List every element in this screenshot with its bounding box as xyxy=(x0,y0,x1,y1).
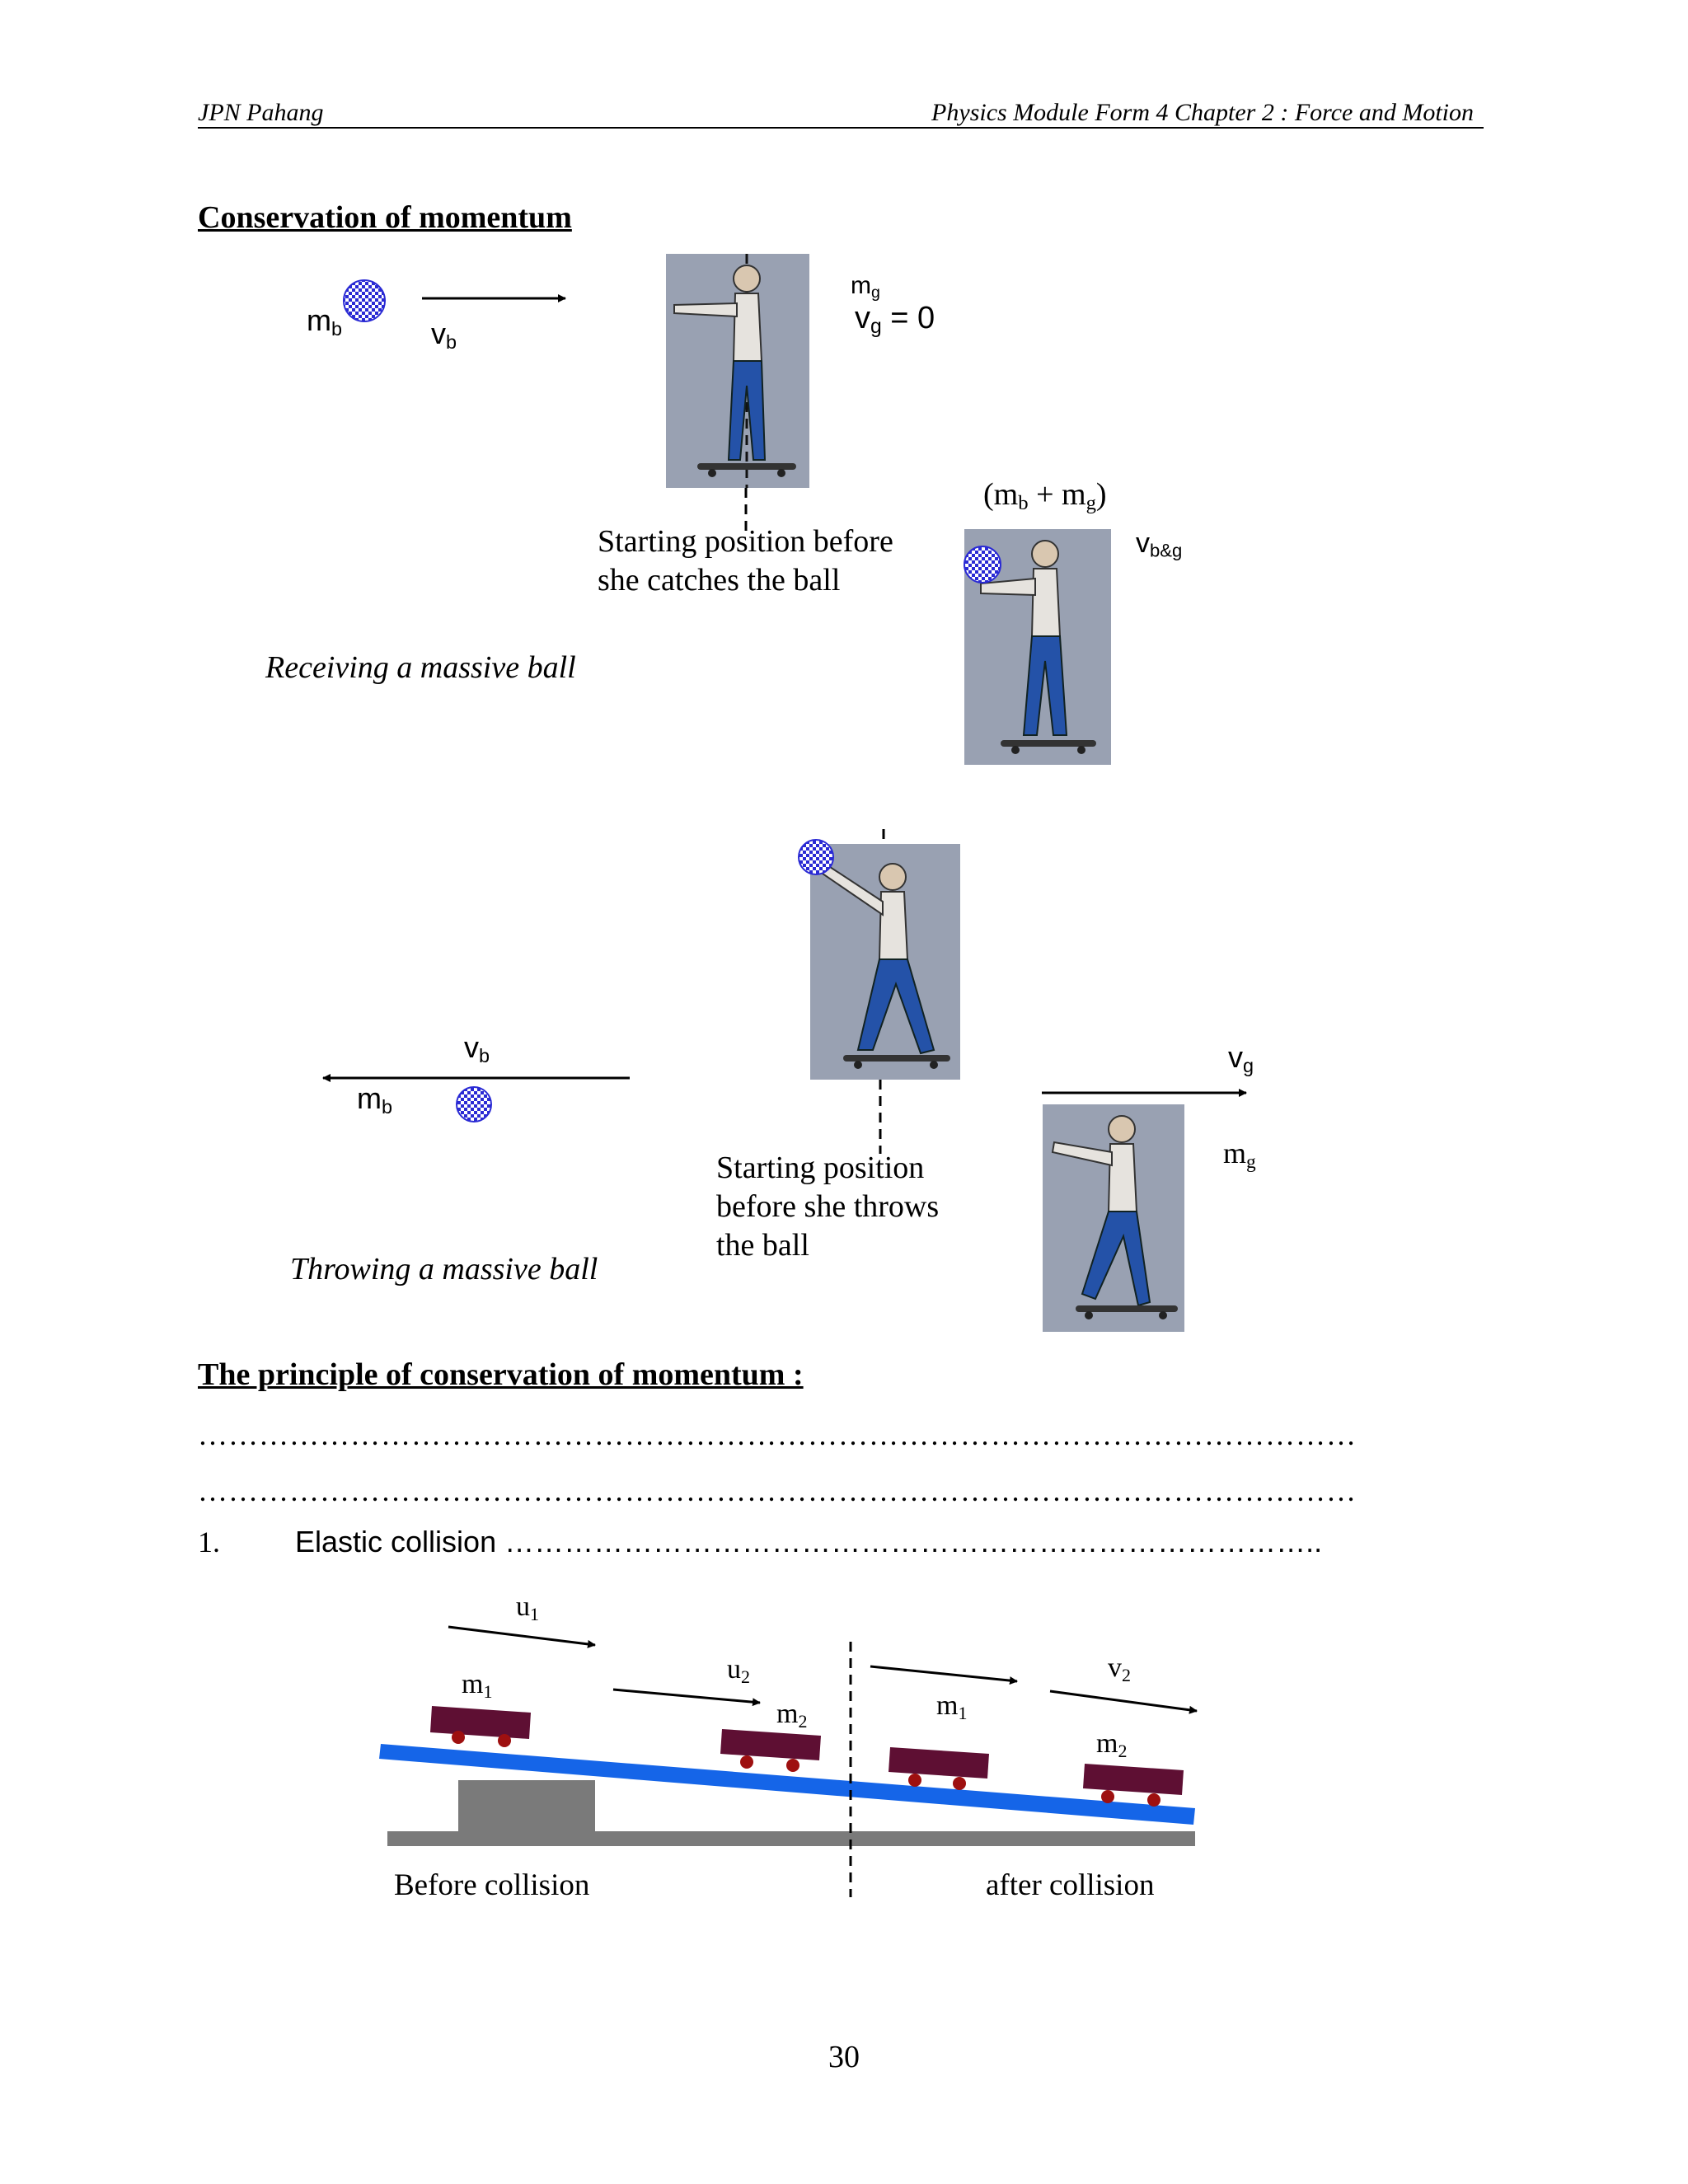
collision-diagram: u1 u2 v2 m1 m2 m1 m2 xyxy=(379,1591,1198,1897)
receiving-label: Receiving a massive ball xyxy=(265,650,576,685)
m2-after-label: m2 xyxy=(1096,1728,1127,1761)
dashed-line xyxy=(879,1080,882,1154)
cart-m1-before xyxy=(430,1706,531,1747)
u2-arrow xyxy=(612,1688,761,1707)
u1-label: u1 xyxy=(516,1591,539,1624)
throw-girl-mass-label: mg xyxy=(1223,1137,1256,1173)
throwing-caption: Starting position before she throws the … xyxy=(716,1151,940,1263)
u1-arrow xyxy=(448,1625,596,1648)
girl-after-throw-photo xyxy=(1043,1104,1184,1332)
dashed-line xyxy=(744,488,748,531)
ball-velocity-arrow xyxy=(422,294,566,302)
v2-arrow xyxy=(1049,1690,1198,1714)
girl-standing-photo xyxy=(666,254,809,488)
dashed-line xyxy=(882,829,885,847)
answer-line-1: …………………………………………………………………………………………………… xyxy=(198,1418,1357,1451)
header-rule xyxy=(198,127,1484,129)
ball-icon xyxy=(798,839,834,875)
throw-ball-mass-label: mb xyxy=(357,1081,393,1118)
section-title: Conservation of momentum xyxy=(198,200,572,235)
throwing-label: Throwing a massive ball xyxy=(290,1252,598,1286)
v1-arrow xyxy=(870,1665,1018,1685)
girl-catching-photo xyxy=(964,529,1111,765)
v2-label: v2 xyxy=(1108,1652,1131,1685)
girl-velocity-arrow xyxy=(1042,1089,1247,1097)
cart-m1-after xyxy=(889,1747,989,1790)
combined-mass-label: (mb + mg) xyxy=(983,477,1107,515)
after-collision-label: after collision xyxy=(986,1868,1155,1902)
receiving-caption: Starting position before she catches the… xyxy=(598,524,893,598)
throw-girl-velocity-label: vg xyxy=(1228,1040,1254,1076)
item-number: 1. xyxy=(198,1526,220,1558)
throw-ball-velocity-label: vb xyxy=(464,1030,490,1066)
ball-velocity-label: vb xyxy=(431,316,457,353)
principle-title: The principle of conservation of momentu… xyxy=(198,1357,804,1392)
girl-holding-ball-photo xyxy=(810,844,960,1080)
ball-mass-label: mb xyxy=(307,303,343,340)
girl-mass-label: mg xyxy=(851,272,880,302)
m1-after-label: m1 xyxy=(936,1690,967,1723)
ball-velocity-arrow xyxy=(322,1074,630,1082)
header-left: JPN Pahang xyxy=(198,99,324,126)
combined-velocity-label: vb&g xyxy=(1136,527,1183,561)
ball-icon xyxy=(343,279,386,322)
u2-label: u2 xyxy=(727,1654,750,1687)
cart-m2-before xyxy=(720,1729,821,1772)
elastic-collision-line: Elastic collision …………………………………………………………… xyxy=(295,1525,1323,1558)
m1-before-label: m1 xyxy=(462,1669,492,1702)
ground xyxy=(387,1831,1195,1846)
ramp xyxy=(379,1744,1195,1825)
answer-line-2: …………………………………………………………………………………………………… xyxy=(198,1474,1357,1507)
page-number: 30 xyxy=(828,2040,860,2074)
cart-m2-after xyxy=(1083,1764,1184,1807)
ball-icon xyxy=(456,1086,492,1122)
ball-icon xyxy=(964,546,1001,583)
girl-velocity-label: vg = 0 xyxy=(855,301,935,339)
ramp-support xyxy=(458,1780,595,1831)
m2-before-label: m2 xyxy=(776,1699,807,1732)
header-right: Physics Module Form 4 Chapter 2 : Force … xyxy=(931,99,1474,126)
before-collision-label: Before collision xyxy=(394,1868,590,1902)
